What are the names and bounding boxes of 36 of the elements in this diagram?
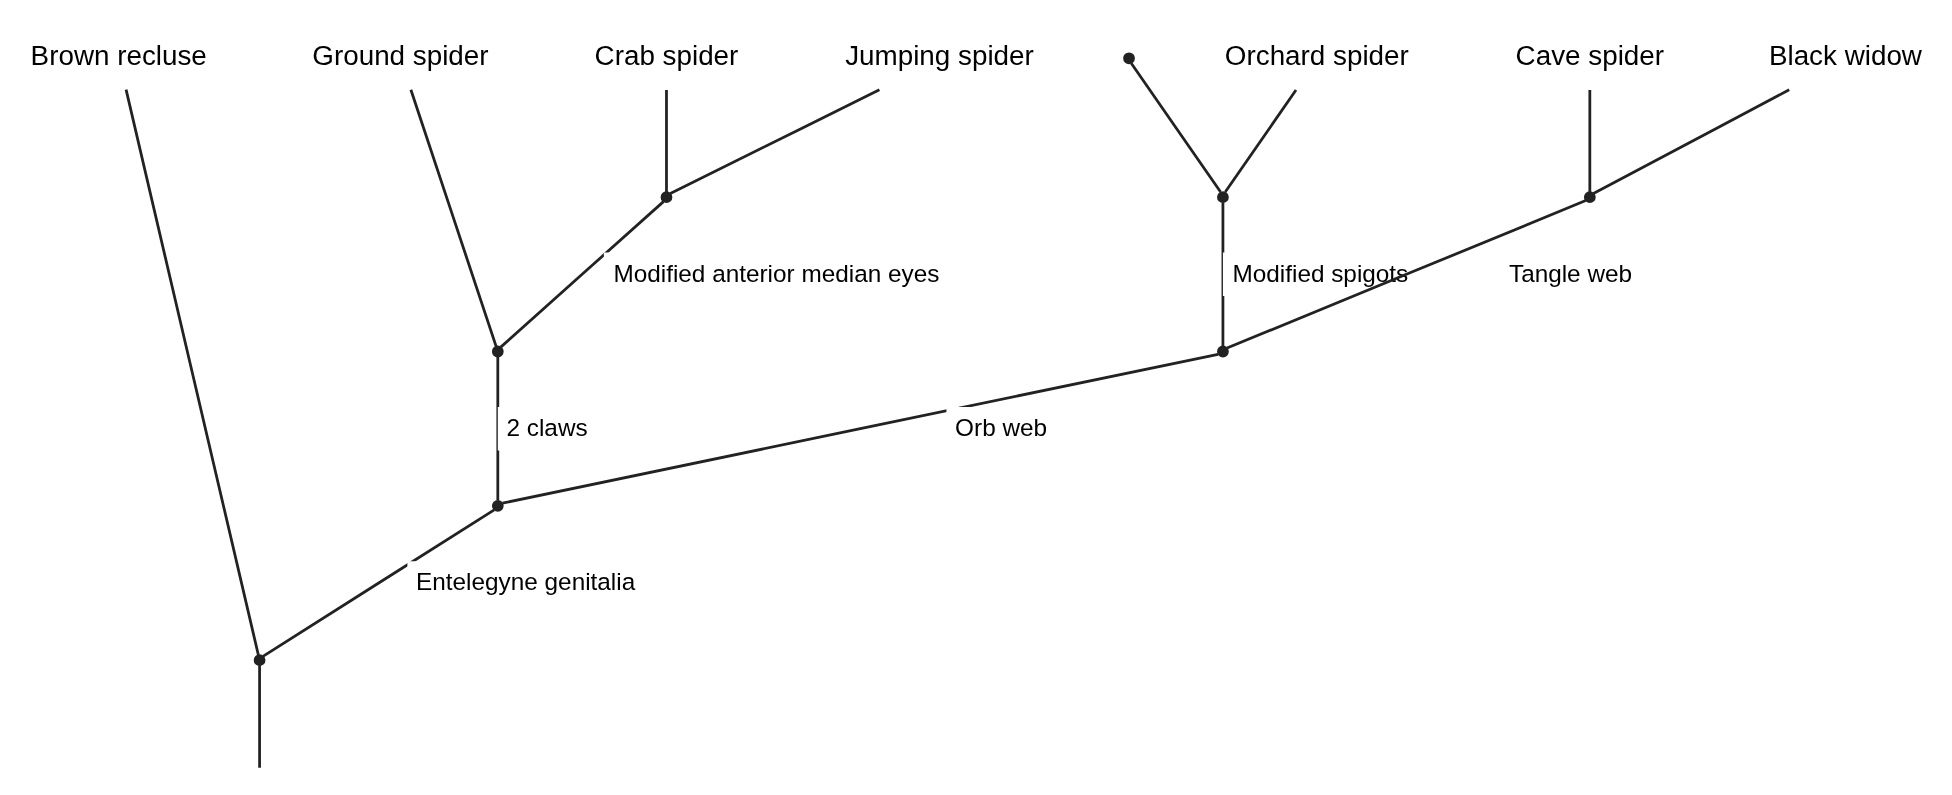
node-text: Cave spider xyxy=(1515,39,1665,71)
node-point xyxy=(491,499,504,512)
node-point xyxy=(660,190,673,203)
connector xyxy=(124,88,260,655)
connector xyxy=(409,88,498,347)
node-text: Crab spider xyxy=(594,39,739,71)
node-point xyxy=(1217,345,1229,357)
connector xyxy=(1226,198,1587,349)
node-point xyxy=(491,345,504,357)
edge-label: Modified anterior median eyes xyxy=(613,259,940,287)
node-text: Black widow xyxy=(1768,39,1922,71)
edge-label: 2 claws xyxy=(506,413,588,441)
edge-label: Orb web xyxy=(955,413,1048,441)
edge-label: Tangle web xyxy=(1508,259,1633,287)
connector xyxy=(1592,88,1790,195)
node-text: Ground spider xyxy=(312,39,489,71)
node-text: Brown recluse xyxy=(30,39,207,71)
node-text: Jumping spider xyxy=(845,39,1034,71)
node-point xyxy=(1217,190,1229,203)
connector xyxy=(496,356,500,500)
connector xyxy=(1130,61,1222,193)
edge-label: Modified spigots xyxy=(1232,259,1409,287)
connector xyxy=(1221,202,1225,346)
node-point xyxy=(253,653,266,666)
connector xyxy=(502,352,1219,504)
connector xyxy=(669,88,880,195)
connector xyxy=(262,508,495,657)
edge-label: Entelegyne genitalia xyxy=(416,567,636,595)
connector xyxy=(665,89,668,192)
connector xyxy=(1224,88,1298,193)
connector xyxy=(258,664,261,768)
node-point xyxy=(1583,190,1596,203)
connector xyxy=(499,200,665,348)
connector xyxy=(1588,89,1592,192)
node-point xyxy=(1123,51,1135,64)
node-text: Orchard spider xyxy=(1224,39,1409,71)
